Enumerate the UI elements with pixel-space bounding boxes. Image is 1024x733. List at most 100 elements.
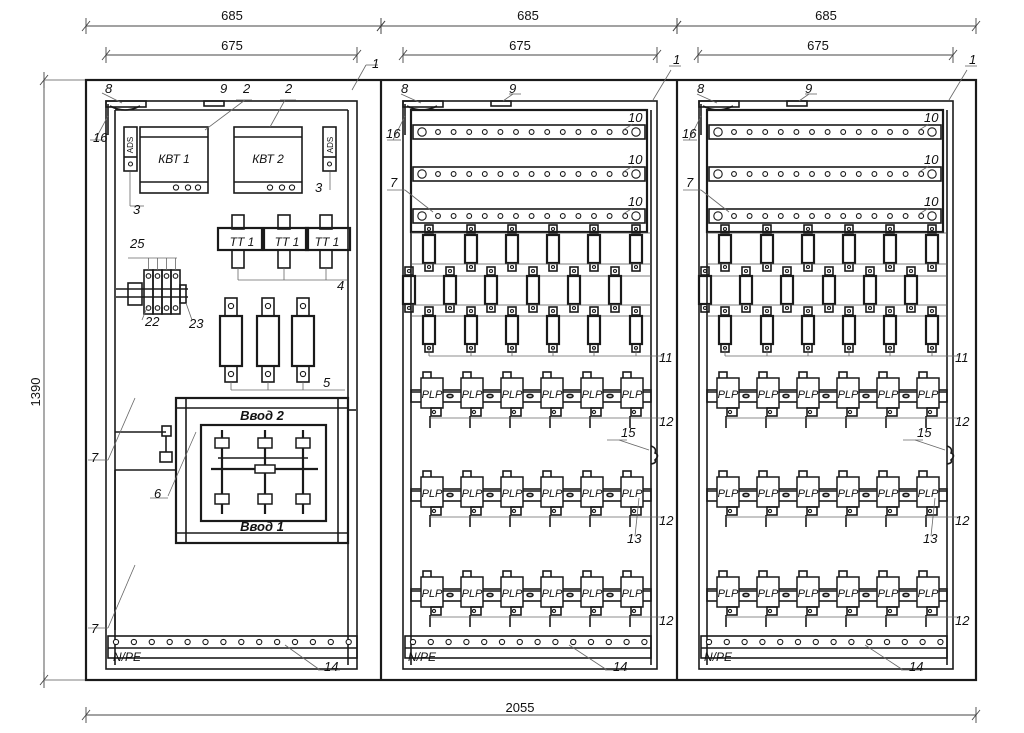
plp-screw (631, 608, 637, 614)
rail-slot (742, 393, 750, 399)
fuse-tab-top (885, 224, 895, 234)
fuse-holder (463, 314, 479, 346)
plp-terminal (430, 606, 442, 616)
pos-3a-cab1: 3 (133, 202, 141, 217)
fuse-holder (607, 274, 623, 306)
busbar-hole (481, 171, 488, 177)
terminal-screw (145, 273, 152, 279)
busbar-hole (840, 171, 847, 177)
fuse-hole (468, 308, 474, 314)
fuse-holder (841, 233, 857, 265)
rail-slot (822, 592, 830, 598)
busbar-hole (435, 129, 441, 135)
ground-bus-hole (498, 638, 506, 646)
plp-terminal (886, 506, 898, 516)
mounting-frame (402, 100, 658, 670)
busbar-hole (544, 129, 551, 135)
busbar-hole (809, 171, 815, 177)
switch-top-label: Ввод 2 (240, 408, 285, 423)
leader-1 (351, 64, 367, 91)
terminal-screw (154, 305, 161, 311)
handle-grip (159, 451, 173, 463)
dim-height: 1390 (28, 378, 43, 407)
busbar-hole (591, 129, 597, 135)
fuse-tab-bottom (762, 262, 772, 272)
ground-bus-hole (309, 638, 317, 646)
leader-7 (404, 189, 434, 213)
plp-screw (511, 608, 517, 614)
leader-1 (948, 69, 968, 101)
rail-slot (782, 592, 790, 598)
fuse-tab-bottom (803, 262, 813, 272)
pos-23-cab1: 23 (188, 316, 204, 331)
plp-label: PLP (758, 488, 779, 500)
plp-screw (807, 608, 813, 614)
pos-9-label: 9 (805, 81, 812, 96)
pos-12-label: 12 (955, 513, 970, 528)
fuse-hole (805, 226, 811, 232)
ground-bus-hole (534, 638, 541, 646)
fuse-hole (264, 302, 272, 310)
fuse-tab-bottom (528, 303, 538, 313)
plp-label: PLP (422, 389, 443, 401)
plp-screw (927, 608, 933, 614)
pos-9-label: 9 (509, 81, 516, 96)
fuse-tab-bottom (782, 303, 792, 313)
plp-label: PLP (798, 588, 819, 600)
fuse-hole (805, 264, 811, 270)
pos-14-label: 14 (909, 659, 923, 674)
din-rail-3 (410, 588, 652, 602)
plp-terminal (846, 506, 858, 516)
busbar-hole (559, 129, 566, 135)
fuse-holder (421, 233, 437, 265)
plp-screw (927, 508, 933, 514)
rail-slot (862, 393, 870, 399)
fuse-hole (299, 370, 307, 378)
busbar-bolt (631, 211, 641, 221)
busbar-2 (412, 166, 646, 182)
plp-label: PLP (422, 488, 443, 500)
indicator-1 (123, 126, 138, 172)
busbar-hole (840, 129, 847, 135)
fuse-holder (821, 274, 837, 306)
plp-terminal (806, 407, 818, 417)
busbar-2 (708, 166, 942, 182)
rail-slot (862, 492, 870, 498)
ct-label-1: ТТ 1 (230, 235, 255, 249)
plp-terminal (550, 606, 562, 616)
fuse-holder (586, 233, 602, 265)
plp-screw (591, 608, 597, 614)
fuse-tab-bottom (569, 303, 579, 313)
fuse-tab-top (548, 224, 558, 234)
hinge (203, 100, 225, 107)
fuse-hole (530, 268, 536, 274)
plp-label: PLP (838, 488, 859, 500)
rail-slot (606, 592, 614, 598)
leader-9 (798, 93, 810, 102)
fuse-hole (426, 226, 432, 232)
ground-bus-hole (463, 638, 470, 646)
fuse-hole (805, 308, 811, 314)
pos-8-label: 8 (401, 81, 409, 96)
fuse-tab-bottom (906, 303, 916, 313)
fuse-tab-top (589, 224, 599, 234)
plp-label: PLP (542, 488, 563, 500)
fuse-tab-top (466, 224, 476, 234)
dim-inner-2: 675 (509, 38, 531, 53)
pos-15-label: 15 (917, 425, 932, 440)
rail-slot (902, 492, 910, 498)
fuse-holder (717, 233, 733, 265)
fuse-hole (447, 268, 453, 274)
busbar-hole (793, 129, 800, 135)
plp-terminal (630, 606, 642, 616)
busbar-hole (731, 129, 737, 135)
busbar-hole (513, 213, 519, 219)
fuse-tab-bottom (507, 262, 517, 272)
rail-slot (526, 592, 534, 598)
plp-terminal (926, 407, 938, 417)
leader-9 (502, 93, 514, 102)
end-stop (127, 282, 143, 306)
rail-slot (606, 393, 614, 399)
busbar-hole (528, 171, 535, 177)
indicator-label-2: ADS (326, 137, 335, 153)
